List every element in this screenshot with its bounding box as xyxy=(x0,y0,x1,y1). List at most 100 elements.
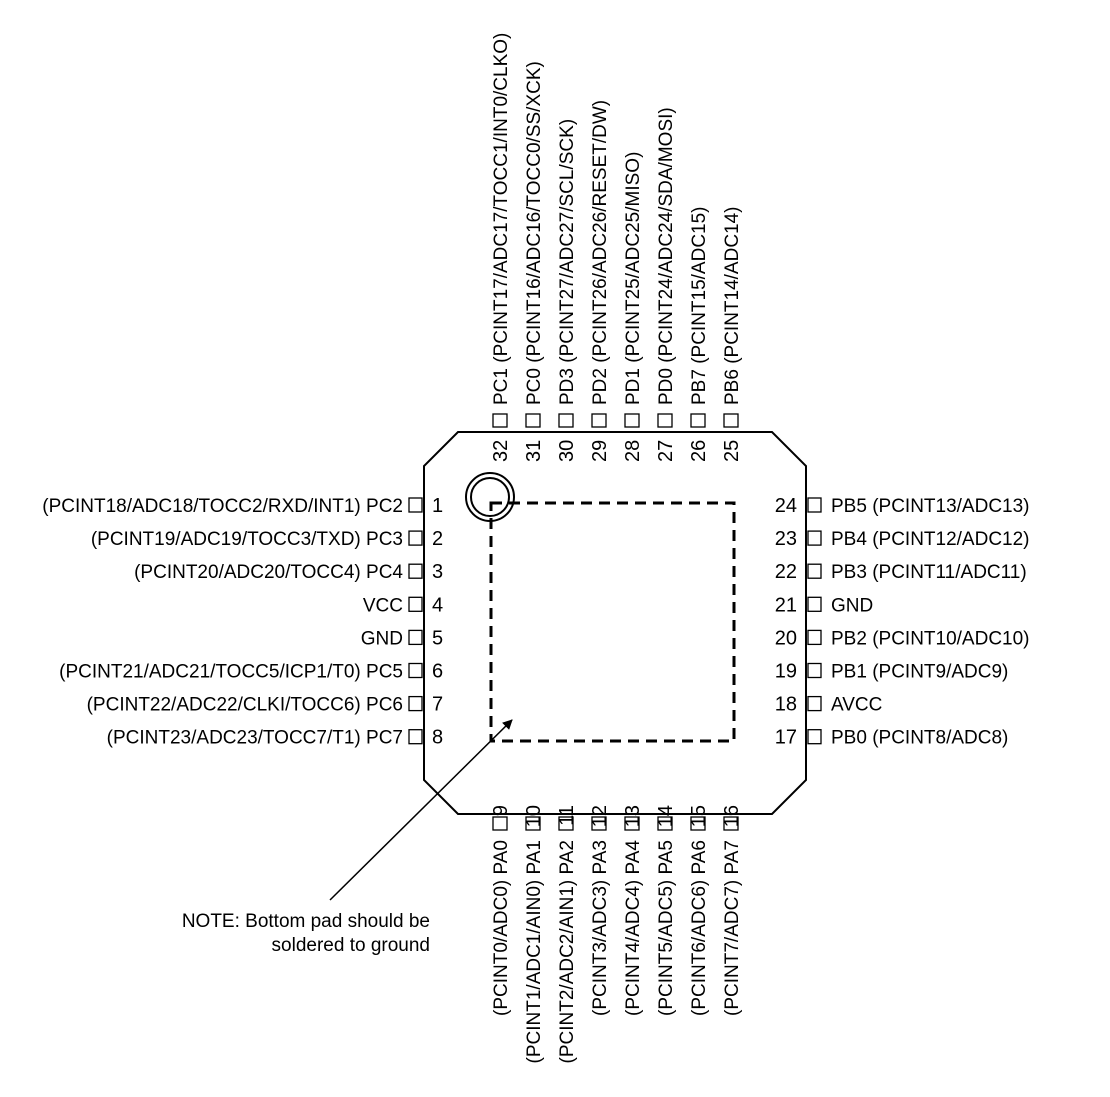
note-text-line2: soldered to ground xyxy=(272,935,430,956)
pin-number: 27 xyxy=(655,440,677,462)
pin-label: (PCINT18/ADC18/TOCC2/RXD/INT1) PC2 xyxy=(42,496,403,517)
pin-label: PD0 (PCINT24/ADC24/SDA/MOSI) xyxy=(656,107,677,405)
pin-pad xyxy=(690,816,706,831)
pin-number: 24 xyxy=(775,495,797,517)
pin-number: 18 xyxy=(775,694,797,716)
pin-label: PC0 (PCINT16/ADC16/TOCC0/SS/XCK) xyxy=(524,61,545,405)
pin-label: (PCINT3/ADC3) PA3 xyxy=(590,840,611,1016)
pin-number: 2 xyxy=(432,528,443,550)
pin-4: VCC 4 xyxy=(363,594,443,616)
pin-pad xyxy=(558,816,574,831)
pin-pad xyxy=(408,629,423,646)
pin-pad xyxy=(723,413,739,428)
pin-pad xyxy=(690,413,706,428)
pin1-indicator-inner xyxy=(470,477,510,517)
pin-number: 26 xyxy=(688,440,710,462)
pin1-indicator-outer xyxy=(465,472,515,522)
pin-18: 18 AVCC xyxy=(775,694,883,716)
pin-label: PB7 (PCINT15/ADC15) xyxy=(689,206,710,405)
note-arrow xyxy=(329,719,513,901)
pin-pad xyxy=(624,413,640,428)
pin-pad xyxy=(591,816,607,831)
pin-pad xyxy=(624,816,640,831)
pin-9: 9 (PCINT0/ADC0) PA0 xyxy=(490,805,512,1016)
pin-label: (PCINT4/ADC4) PA4 xyxy=(623,840,644,1016)
pin-pad xyxy=(723,816,739,831)
pin-30: 30 PD3 (PCINT27/ADC27/SCL/SCK) xyxy=(556,119,578,462)
pin-15: 15(PCINT6/ADC6) PA6 xyxy=(688,805,710,1016)
pin-13: 13(PCINT4/ADC4) PA4 xyxy=(622,805,644,1016)
pin-number: 6 xyxy=(432,661,443,683)
pin-label: (PCINT5/ADC5) PA5 xyxy=(656,840,677,1016)
pin-23: 23 PB4 (PCINT12/ADC12) xyxy=(775,528,1030,550)
pin-label: (PCINT1/ADC1/AIN0) PA1 xyxy=(524,840,545,1063)
pin-number: 22 xyxy=(775,561,797,583)
pin-number: 30 xyxy=(556,440,578,462)
pin-17: 17 PB0 (PCINT8/ADC8) xyxy=(775,727,1009,749)
pin-1: (PCINT18/ADC18/TOCC2/RXD/INT1) PC2 1 xyxy=(42,495,443,517)
pin-12: 12(PCINT3/ADC3) PA3 xyxy=(589,805,611,1016)
pin-pad xyxy=(807,530,822,546)
pin-label: GND xyxy=(831,595,873,616)
pin-number: 4 xyxy=(432,594,443,616)
pin-label: PD1 (PCINT25/ADC25/MISO) xyxy=(623,152,644,405)
pin-26: 26 PB7 (PCINT15/ADC15) xyxy=(688,206,710,462)
pin-pad xyxy=(525,816,541,831)
pin-label: VCC xyxy=(363,595,403,616)
pin-pad xyxy=(807,596,822,612)
pin-label: PD3 (PCINT27/ADC27/SCL/SCK) xyxy=(557,119,578,405)
pin-label: (PCINT23/ADC23/TOCC7/T1) PC7 xyxy=(107,728,403,749)
pin-label: AVCC xyxy=(831,695,882,716)
pin-11: 11(PCINT2/ADC2/AIN1) PA2 xyxy=(556,805,578,1063)
pin-number: 28 xyxy=(622,440,644,462)
pin-number: 23 xyxy=(775,528,797,550)
pin-pad xyxy=(408,530,423,546)
pin-number: 17 xyxy=(775,727,797,749)
pin-pad xyxy=(492,413,508,428)
pin-number: 3 xyxy=(432,561,443,583)
pin-pad xyxy=(807,497,822,513)
pin-pad xyxy=(807,662,822,679)
pin-number: 21 xyxy=(775,594,797,616)
pin-pad xyxy=(408,563,423,579)
chip-body xyxy=(423,431,807,815)
pin-label: PB2 (PCINT10/ADC10) xyxy=(831,628,1030,649)
pin-pad xyxy=(807,695,822,712)
pin-number: 25 xyxy=(721,440,743,462)
pin-pad xyxy=(657,413,673,428)
pin-label: (PCINT0/ADC0) PA0 xyxy=(491,840,512,1016)
pin-label: PB3 (PCINT11/ADC11) xyxy=(831,562,1027,583)
pin-pad xyxy=(525,413,541,428)
pin-label: PB0 (PCINT8/ADC8) xyxy=(831,728,1008,749)
pin-25: 25 PB6 (PCINT14/ADC14) xyxy=(721,206,743,462)
pin-number: 1 xyxy=(432,495,443,517)
pin-label: PD2 (PCINT26/ADC26/RESET/DW) xyxy=(590,100,611,405)
pin-pad xyxy=(558,413,574,428)
pin-number: 29 xyxy=(589,440,611,462)
pin-pad xyxy=(408,497,423,513)
pin-label: PB6 (PCINT14/ADC14) xyxy=(722,206,743,405)
pin-label: PB4 (PCINT12/ADC12) xyxy=(831,529,1030,550)
pin-label: (PCINT2/ADC2/AIN1) PA2 xyxy=(557,840,578,1063)
pin-number: 5 xyxy=(432,627,443,649)
pin-pad xyxy=(807,563,822,579)
pin-pad xyxy=(408,662,423,679)
pin-pad xyxy=(492,816,508,831)
pin-number: 9 xyxy=(490,805,512,816)
pin-pad xyxy=(657,816,673,831)
pin-16: 16(PCINT7/ADC7) PA7 xyxy=(721,805,743,1016)
pin-pad xyxy=(408,695,423,712)
pin-pad xyxy=(807,729,822,745)
